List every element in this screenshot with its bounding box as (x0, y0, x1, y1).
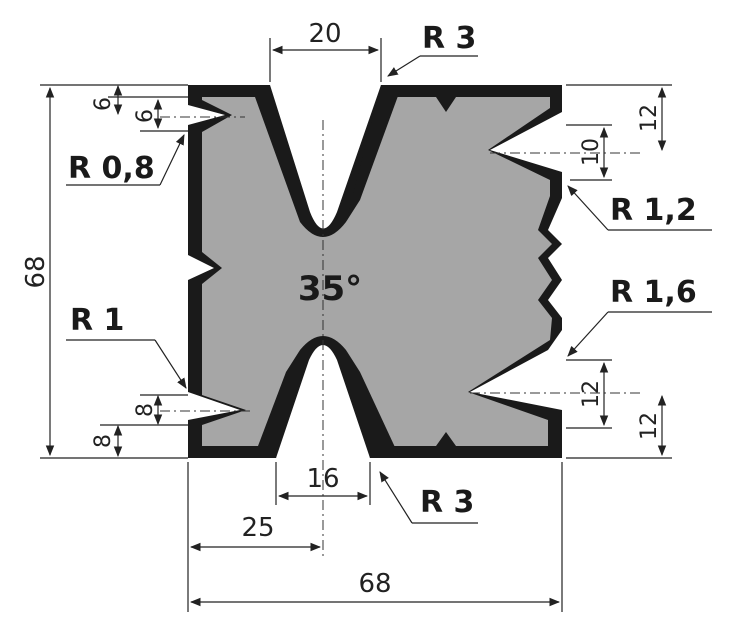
bottom-right-shoulder (346, 350, 400, 458)
left-bottom-dim-a: 8 (91, 434, 116, 448)
left-top-dim-a: 6 (91, 97, 116, 111)
right-bottom-dim-b: 12 (579, 380, 604, 408)
angle-label: 35° (298, 269, 362, 309)
bottom-gap-label: 16 (306, 464, 339, 494)
die-core (202, 97, 552, 446)
overall-height-label: 68 (21, 255, 51, 288)
top-gap-label: 20 (308, 19, 341, 49)
bottom-left-shoulder (258, 350, 300, 458)
bottom-center-label: 25 (241, 513, 274, 543)
left-top-notch-radius-label: R 0,8 (68, 151, 155, 186)
left-top-dim-b: 6 (133, 109, 158, 123)
top-v-radius-label: R 3 (422, 21, 476, 56)
left-bottom-notch-radius-label: R 1 (70, 303, 124, 338)
overall-width-label: 68 (358, 569, 391, 599)
right-bottom-notch-radius-label: R 1,6 (610, 275, 697, 310)
right-top-notch-radius-label: R 1,2 (610, 193, 697, 228)
top-right-shoulder (346, 85, 402, 222)
left-bottom-dim-b: 8 (133, 403, 158, 417)
right-bottom-dim-a: 12 (637, 412, 662, 440)
bottom-v-radius-label: R 3 (420, 485, 474, 520)
right-top-dim-b: 10 (579, 138, 604, 166)
right-top-dim-a: 12 (637, 104, 662, 132)
